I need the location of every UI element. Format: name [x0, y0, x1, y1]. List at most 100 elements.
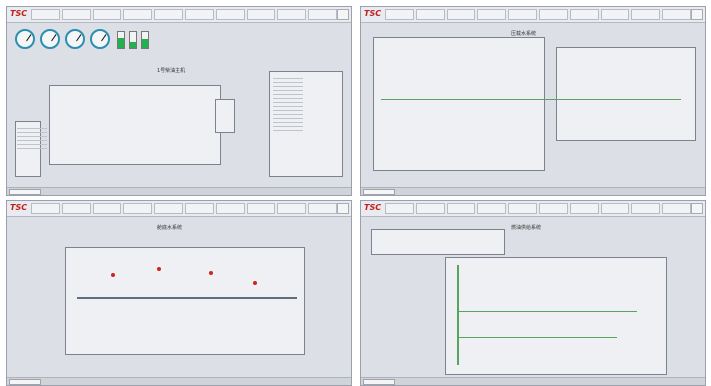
menu-item[interactable] [569, 203, 599, 214]
top-toolbar: TSC [7, 201, 351, 217]
brand-logo: TSC [10, 203, 28, 212]
menu-item[interactable] [123, 9, 153, 20]
window-control[interactable] [337, 9, 349, 20]
status-bar [7, 187, 351, 195]
menu-bar [385, 203, 691, 214]
menu-item[interactable] [538, 203, 568, 214]
menu-item[interactable] [246, 9, 276, 20]
horizontal-pipe [457, 311, 637, 312]
panel-title: 压载水系统 [511, 31, 537, 37]
engine-monitor-panel: TSC 1号柴油主机 [6, 6, 352, 196]
turbo-unit [215, 99, 235, 133]
menu-item[interactable] [123, 203, 153, 214]
menu-item[interactable] [31, 203, 60, 214]
horizontal-pipe [457, 337, 617, 338]
menu-item[interactable] [215, 203, 245, 214]
brand-logo: TSC [364, 9, 382, 18]
menu-bar [31, 9, 337, 20]
menu-item[interactable] [600, 203, 630, 214]
ship-outline [65, 247, 305, 355]
panel-title: 舱底水系统 [157, 225, 183, 231]
speed-gauge [15, 29, 35, 49]
menu-item[interactable] [569, 9, 599, 20]
menu-item[interactable] [662, 9, 691, 20]
menu-item[interactable] [508, 203, 537, 214]
panel-title: 1号柴油主机 [157, 68, 186, 74]
level-bar [117, 31, 125, 49]
alarm-list [269, 71, 343, 177]
right-signal-list [273, 75, 303, 131]
menu-item[interactable] [277, 203, 307, 214]
alarm-dot [157, 267, 161, 271]
main-pipe [381, 99, 681, 100]
alarm-dot [253, 281, 257, 285]
menu-item[interactable] [508, 9, 537, 20]
level-bar [141, 31, 149, 49]
window-control[interactable] [691, 9, 703, 20]
menu-item[interactable] [92, 9, 122, 20]
status-bar [361, 187, 705, 195]
window-control[interactable] [691, 203, 703, 214]
brand-logo: TSC [10, 9, 28, 18]
tank-area [371, 229, 505, 255]
load-gauge [90, 29, 110, 49]
pipe-network [373, 37, 545, 171]
menu-item[interactable] [415, 203, 445, 214]
menu-item[interactable] [631, 9, 661, 20]
window-control[interactable] [337, 203, 349, 214]
menu-item[interactable] [385, 203, 414, 214]
menu-item[interactable] [446, 9, 476, 20]
menu-item[interactable] [246, 203, 276, 214]
menu-item[interactable] [600, 9, 630, 20]
left-signal-list [17, 125, 47, 149]
menu-item[interactable] [308, 9, 337, 20]
menu-item[interactable] [61, 203, 91, 214]
fuel-system-panel: TSC 燃油供给系统 [360, 200, 706, 386]
alarm-dot [111, 273, 115, 277]
menu-item[interactable] [184, 203, 214, 214]
engine-block-diagram [49, 85, 221, 165]
menu-item[interactable] [631, 203, 661, 214]
status-bar [7, 377, 351, 385]
ballast-system-panel: TSC 舱底水系统 [6, 200, 352, 386]
menu-item[interactable] [446, 203, 476, 214]
status-list [15, 121, 41, 177]
pressure-gauge [65, 29, 85, 49]
status-button[interactable] [363, 189, 395, 195]
menu-item[interactable] [215, 9, 245, 20]
pump-room [556, 47, 696, 141]
menu-item[interactable] [308, 203, 337, 214]
menu-item[interactable] [538, 9, 568, 20]
menu-item[interactable] [385, 9, 414, 20]
top-toolbar: TSC [7, 7, 351, 23]
fuel-network [445, 257, 667, 375]
ballast-pipe [77, 297, 297, 299]
status-button[interactable] [9, 379, 41, 385]
status-bar [361, 377, 705, 385]
menu-item[interactable] [477, 203, 507, 214]
menu-item[interactable] [477, 9, 507, 20]
menu-item[interactable] [154, 203, 183, 214]
temp-gauge [40, 29, 60, 49]
top-toolbar: TSC [361, 7, 705, 23]
level-bar [129, 31, 137, 49]
menu-item[interactable] [61, 9, 91, 20]
seawater-system-panel: TSC 压载水系统 [360, 6, 706, 196]
menu-item[interactable] [415, 9, 445, 20]
status-button[interactable] [363, 379, 395, 385]
menu-item[interactable] [92, 203, 122, 214]
panel-title: 燃油供给系统 [511, 225, 542, 231]
menu-item[interactable] [662, 203, 691, 214]
menu-item[interactable] [184, 9, 214, 20]
menu-item[interactable] [154, 9, 183, 20]
alarm-dot [209, 271, 213, 275]
top-toolbar: TSC [361, 201, 705, 217]
brand-logo: TSC [364, 203, 382, 212]
menu-item[interactable] [31, 9, 60, 20]
menu-item[interactable] [277, 9, 307, 20]
status-button[interactable] [9, 189, 41, 195]
menu-bar [31, 203, 337, 214]
menu-bar [385, 9, 691, 20]
vertical-pipe [457, 265, 459, 365]
